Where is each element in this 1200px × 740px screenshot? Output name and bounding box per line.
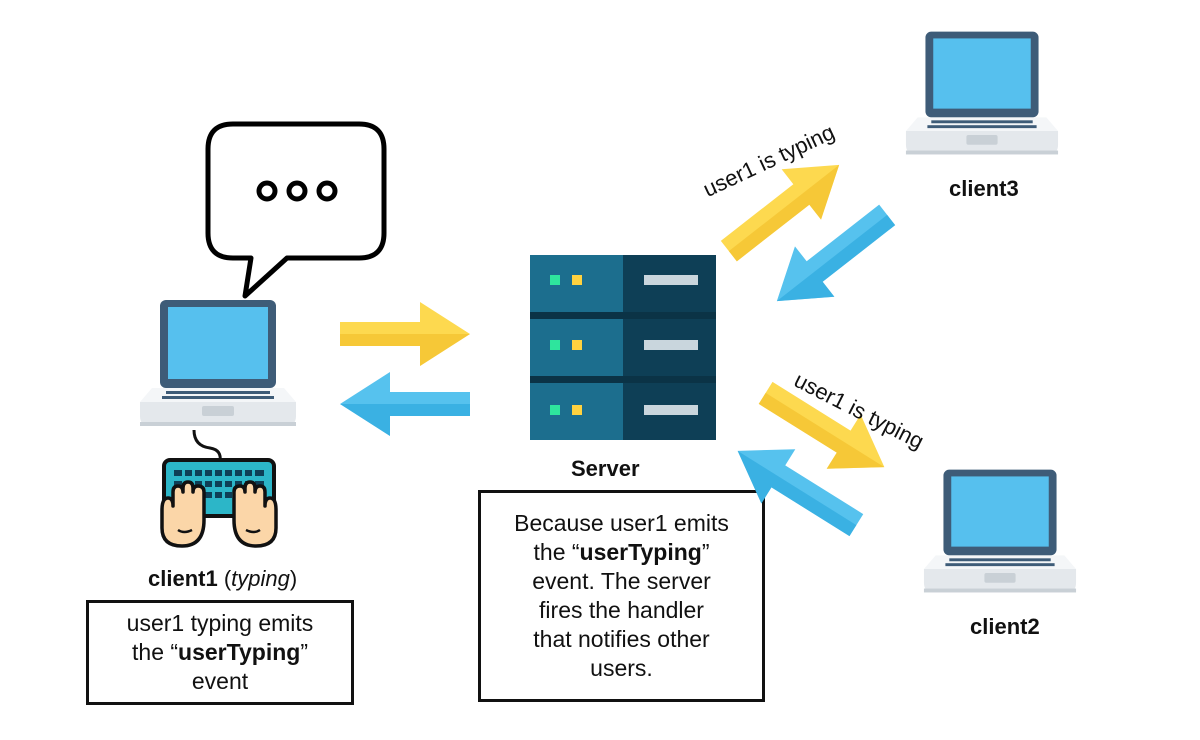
arrow-client1-to-server — [340, 302, 470, 366]
arrow-server-to-client1 — [340, 372, 470, 436]
arrow-client3-to-server — [776, 204, 896, 302]
arrow-client2-to-server — [737, 449, 864, 537]
client2-label: client2 — [970, 614, 1040, 639]
client2-laptop-icon — [922, 462, 1078, 602]
server-note-box: Because user1 emits the “userTyping” eve… — [478, 490, 765, 702]
arrow-server-to-client2 — [758, 381, 885, 469]
client1-note-box: user1 typing emits the “userTyping” even… — [86, 600, 354, 705]
client3-laptop-icon — [904, 24, 1060, 164]
server-label: Server — [571, 456, 640, 481]
client3-label: client3 — [949, 176, 1019, 201]
keyboard-hands-icon — [160, 458, 278, 548]
client1-state: typing — [231, 566, 290, 591]
client1-laptop-icon — [138, 294, 298, 434]
speech-bubble-icon — [205, 121, 387, 299]
arrow-server-to-client3 — [720, 164, 840, 262]
client1-name: client1 — [148, 566, 218, 591]
server-rack-icon — [530, 255, 716, 440]
keyboard-cable — [192, 429, 222, 463]
client1-label: client1 (typing) — [148, 566, 298, 591]
